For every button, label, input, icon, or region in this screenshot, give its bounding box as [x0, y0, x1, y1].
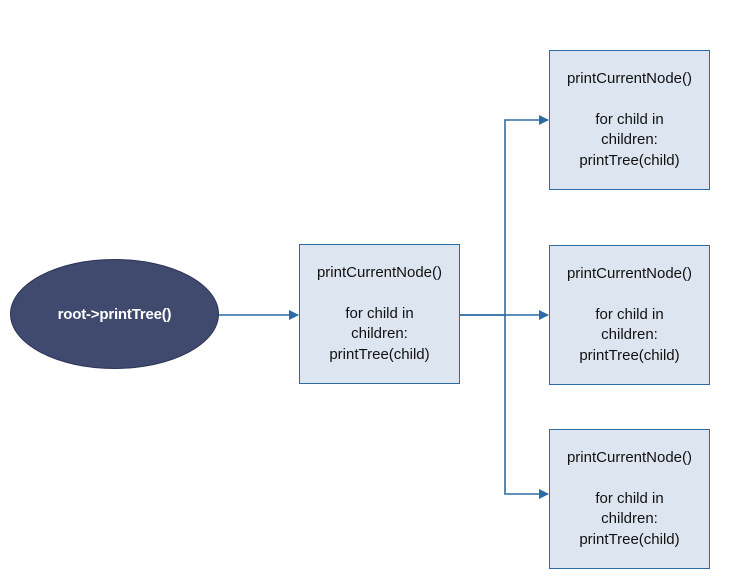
node-line-print-tree: printTree(child) [579, 346, 680, 364]
node-line-children: children: [601, 510, 658, 527]
node-line-children: children: [601, 326, 658, 343]
node-line-for-child: for child in [595, 110, 664, 128]
child-node-box-top: printCurrentNode() for child in children… [549, 50, 710, 190]
node-line-children: children: [601, 131, 658, 148]
node-line-for-child: for child in [595, 489, 664, 507]
node-line-print-current: printCurrentNode() [566, 265, 693, 282]
node-line-children: children: [351, 325, 408, 342]
node-line-print-current: printCurrentNode() [566, 70, 693, 87]
child-node-box-middle: printCurrentNode() for child in children… [549, 245, 710, 385]
node-line-print-current: printCurrentNode() [316, 264, 443, 281]
root-node: root->printTree() [10, 259, 219, 369]
node-line-for-child: for child in [345, 304, 414, 322]
center-node-box: printCurrentNode() for child in children… [299, 244, 460, 384]
node-line-print-tree: printTree(child) [329, 345, 430, 363]
node-line-print-current: printCurrentNode() [566, 449, 693, 466]
child-node-box-bottom: printCurrentNode() for child in children… [549, 429, 710, 569]
node-line-print-tree: printTree(child) [579, 530, 680, 548]
arrow-center-to-top [460, 115, 549, 316]
node-line-print-tree: printTree(child) [579, 151, 680, 169]
root-node-label: root->printTree() [57, 305, 172, 323]
arrow-center-to-bottom [504, 315, 549, 499]
node-line-for-child: for child in [595, 305, 664, 323]
